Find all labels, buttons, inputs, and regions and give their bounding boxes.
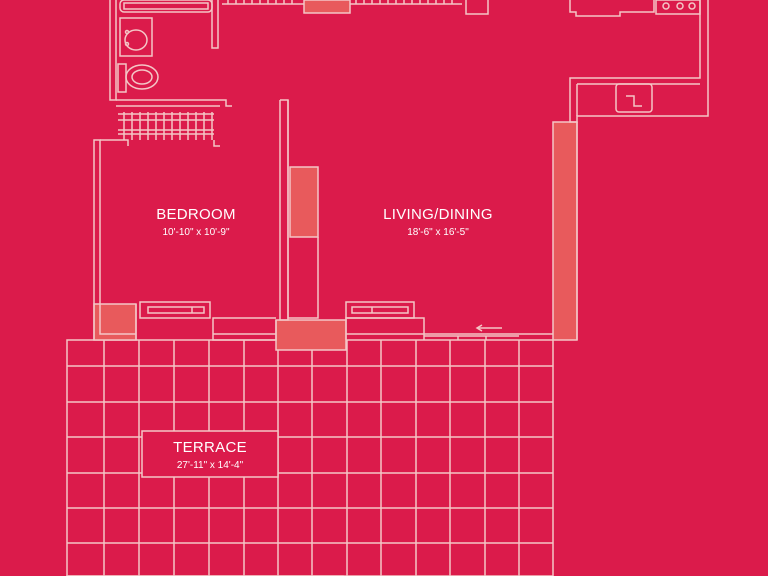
kitchen-sink-icon: [615, 83, 653, 113]
living-dining-label: LIVING/DINING 18'-6" x 16'-5": [348, 206, 528, 238]
terrace-name: TERRACE: [173, 439, 247, 456]
terrace-label-box: [141, 430, 279, 478]
toilet-tank: [117, 63, 127, 93]
entry-closet: [222, 0, 489, 15]
living-dining-dimensions: 18'-6" x 16'-5": [407, 227, 469, 238]
structural-walls: [93, 0, 578, 351]
toilet-icon: [125, 64, 159, 90]
bathroom: [109, 0, 232, 107]
bedroom-walls: [93, 99, 289, 341]
kitchen: [569, 0, 709, 123]
terrace-label: TERRACE 27'-11" x 14'-4": [144, 439, 276, 471]
closet-shelving: [118, 112, 214, 140]
living-dining-name: LIVING/DINING: [383, 206, 493, 223]
terrace-outline: [66, 339, 554, 576]
sink-icon: [124, 29, 148, 51]
bedroom-label: BEDROOM 10'-10" x 10'-9": [126, 206, 266, 238]
terrace-dimensions: 27'-11" x 14'-4": [176, 460, 244, 471]
hvac-unit-living: [345, 301, 415, 319]
door-arrow-icon: [475, 324, 502, 332]
hvac-units: [139, 301, 415, 319]
bedroom-name: BEDROOM: [156, 206, 236, 223]
bedroom-dimensions: 10'-10" x 10'-9": [162, 227, 230, 238]
bath-sink-counter: [119, 17, 153, 57]
terrace-tile-grid: [66, 339, 554, 576]
hvac-unit-bedroom: [139, 301, 211, 319]
